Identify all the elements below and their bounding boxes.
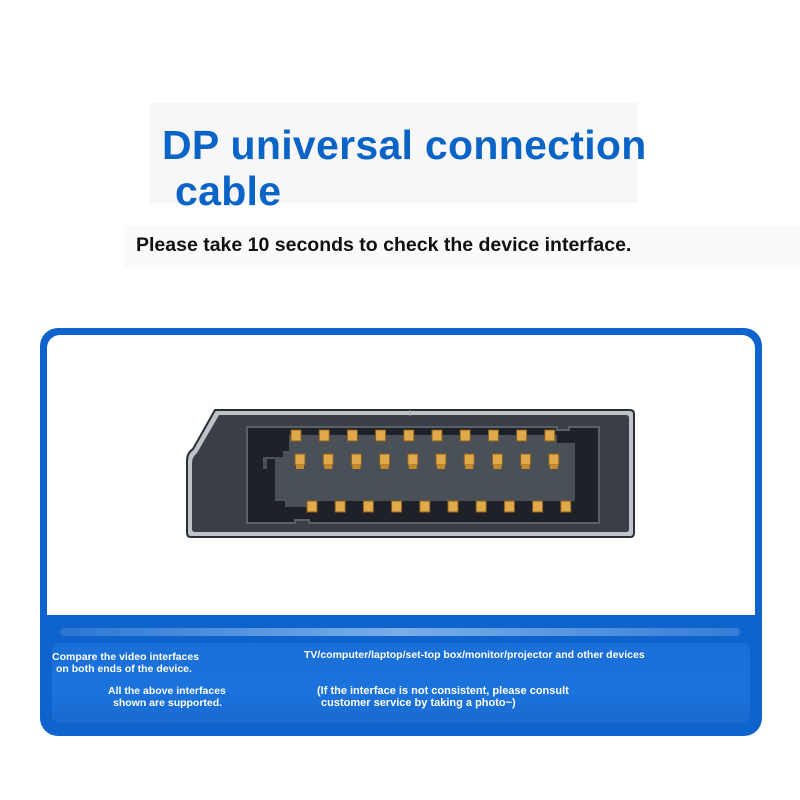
connector-pin bbox=[334, 500, 346, 513]
device-list: TV/computer/laptop/set-top box/monitor/p… bbox=[304, 649, 645, 661]
connector-pin-tail bbox=[493, 465, 502, 469]
connector-pin-tail bbox=[549, 465, 558, 469]
connector-pins bbox=[290, 429, 572, 513]
connector-pin bbox=[306, 500, 318, 513]
connector-pin bbox=[447, 500, 459, 513]
connector-pin bbox=[379, 453, 391, 466]
compare-line-2: on both ends of the device. bbox=[56, 663, 192, 675]
title-background bbox=[150, 103, 638, 203]
compare-line-1: Compare the video interfaces bbox=[52, 651, 200, 663]
supported-line-1: All the above interfaces bbox=[108, 685, 226, 697]
connector-pin bbox=[548, 453, 560, 466]
interface-card: Compare the video interfaces on both end… bbox=[40, 328, 762, 736]
connector-pin bbox=[375, 429, 387, 442]
connector-pin-tail bbox=[380, 465, 389, 469]
supported-note: All the above interfaces shown are suppo… bbox=[108, 685, 226, 709]
connector-pin bbox=[435, 453, 447, 466]
connector-pin bbox=[431, 429, 443, 442]
connector-pin bbox=[318, 429, 330, 442]
subtitle: Please take 10 seconds to check the devi… bbox=[124, 226, 800, 268]
connector-pin bbox=[403, 429, 415, 442]
info-band bbox=[52, 643, 750, 723]
connector-pin bbox=[294, 453, 306, 466]
consult-line-1: (If the interface is not consistent, ple… bbox=[317, 685, 569, 697]
decorative-blur-line bbox=[60, 628, 740, 636]
connector-pin bbox=[362, 500, 374, 513]
connector-pin bbox=[346, 429, 358, 442]
connector-pin bbox=[544, 429, 556, 442]
connector-pin-tail bbox=[408, 465, 417, 469]
connector-pin bbox=[475, 500, 487, 513]
displayport-connector-icon bbox=[186, 409, 635, 538]
connector-pin bbox=[350, 453, 362, 466]
connector-pin bbox=[491, 453, 503, 466]
consult-note: (If the interface is not consistent, ple… bbox=[317, 685, 569, 709]
title-line-1: DP universal connection bbox=[162, 122, 647, 168]
connector-pin bbox=[520, 453, 532, 466]
connector-pin-tail bbox=[324, 465, 333, 469]
connector-panel bbox=[47, 335, 755, 615]
connector-pin bbox=[290, 429, 302, 442]
connector-pin bbox=[407, 453, 419, 466]
connector-pin bbox=[322, 453, 334, 466]
connector-pin bbox=[516, 429, 528, 442]
connector-pin bbox=[487, 429, 499, 442]
page-title: DP universal connection cable bbox=[162, 122, 647, 214]
connector-pin-tail bbox=[521, 465, 530, 469]
connector-pin bbox=[419, 500, 431, 513]
connector-pin-tail bbox=[437, 465, 445, 469]
connector-pin bbox=[391, 500, 403, 513]
connector-pin-tail bbox=[296, 465, 304, 469]
connector-pin-tail bbox=[465, 465, 474, 469]
connector-pin bbox=[459, 429, 471, 442]
connector-pin bbox=[560, 500, 572, 513]
supported-line-2: shown are supported. bbox=[113, 697, 223, 709]
connector-pin bbox=[532, 500, 544, 513]
connector-pin bbox=[503, 500, 515, 513]
consult-line-2: customer service by taking a photo~) bbox=[321, 697, 516, 709]
connector-pin-tail bbox=[352, 465, 361, 469]
connector-pin bbox=[463, 453, 475, 466]
compare-instruction: Compare the video interfaces on both end… bbox=[52, 651, 199, 675]
title-line-2: cable bbox=[175, 168, 282, 214]
